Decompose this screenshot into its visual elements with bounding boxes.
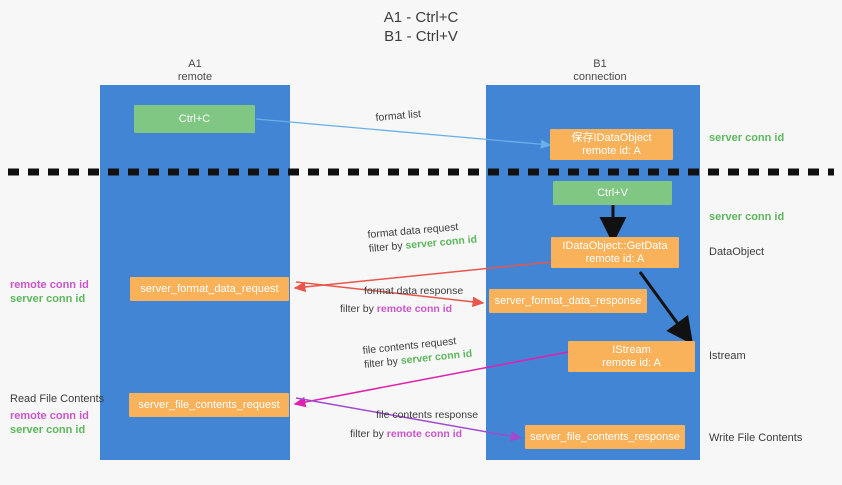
- edge-label-format-data-request: format data request filter by server con…: [367, 219, 478, 256]
- left-label-server-conn-id: server conn id: [10, 424, 86, 436]
- edge-label-format-list-text: format list: [375, 108, 422, 124]
- node-server-file-contents-request[interactable]: server_file_contents_request: [129, 393, 289, 417]
- diagram-title: A1 - Ctrl+C B1 - Ctrl+V: [0, 8, 842, 46]
- node-server-file-contents-response-label: server_file_contents_response: [530, 430, 680, 443]
- node-idataobject-getdata[interactable]: IDataObject::GetData remote id: A: [551, 237, 679, 268]
- filter-by-text: filter by: [363, 355, 402, 371]
- lane-a1-title: A1: [188, 58, 202, 70]
- edge-label-format-list: format list: [375, 107, 422, 125]
- node-ctrl-c-label: Ctrl+C: [178, 112, 211, 125]
- right-label-write-file-contents: Write File Contents: [709, 432, 803, 444]
- node-idataobject-getdata-label: IDataObject::GetData: [562, 239, 668, 252]
- remote-conn-id-highlight: remote conn id: [386, 428, 463, 440]
- filter-by-text: filter by: [340, 303, 377, 315]
- node-idataobject-getdata-sub: remote id: A: [585, 252, 645, 265]
- node-server-format-data-response[interactable]: server_format_data_response: [489, 289, 647, 313]
- edge-label-file-contents-response-text: file contents response: [376, 409, 479, 421]
- node-save-idataobject-label: 保存IDataObject: [571, 131, 652, 144]
- right-label-server-conn-id-top: server conn id: [709, 132, 785, 144]
- edge-label-format-data-response: format data response filter by remote co…: [340, 284, 464, 316]
- edge-label-format-data-response-filter: filter by remote conn id: [340, 302, 463, 316]
- filter-by-text: filter by: [368, 239, 406, 255]
- node-ctrl-c[interactable]: Ctrl+C: [134, 105, 255, 133]
- title-line-1: A1 - Ctrl+C: [383, 9, 459, 26]
- left-label-format-conn-ids: remote conn id server conn id: [10, 278, 89, 306]
- lane-a1-subtitle: remote: [177, 71, 213, 83]
- lane-header-a1: A1 remote: [120, 58, 270, 84]
- lane-b1-subtitle: connection: [573, 71, 627, 83]
- right-label-dataobject: DataObject: [709, 246, 765, 258]
- title-line-2: B1 - Ctrl+V: [384, 28, 458, 45]
- node-istream-sub: remote id: A: [602, 356, 661, 369]
- edge-label-file-contents-request: file contents request filter by server c…: [362, 333, 473, 372]
- right-label-istream: Istream: [709, 350, 746, 362]
- node-ctrl-v-label: Ctrl+V: [597, 186, 628, 199]
- left-label-remote-conn-id: remote conn id: [10, 410, 89, 422]
- filter-by-text: filter by: [350, 428, 387, 440]
- right-label-server-conn-id-second: server conn id: [709, 211, 785, 223]
- lane-header-b1: B1 connection: [525, 58, 675, 84]
- node-save-idataobject-sub: remote id: A: [582, 144, 641, 157]
- left-label-server-conn-id: server conn id: [10, 293, 86, 305]
- edge-label-file-contents-response: file contents response filter by remote …: [350, 408, 479, 441]
- node-ctrl-v[interactable]: Ctrl+V: [553, 181, 672, 205]
- left-label-remote-conn-id: remote conn id: [10, 279, 89, 291]
- left-label-read-file-contents-group: Read File Contents remote conn id server…: [10, 392, 104, 437]
- node-istream-label: IStream: [612, 343, 651, 356]
- remote-conn-id-highlight: remote conn id: [376, 303, 453, 315]
- node-server-format-data-request-label: server_format_data_request: [140, 282, 279, 295]
- lane-b1-title: B1: [593, 58, 607, 70]
- left-label-read-file-contents: Read File Contents: [10, 393, 105, 405]
- edge-label-file-contents-response-filter: filter by remote conn id: [350, 427, 478, 441]
- node-istream[interactable]: IStream remote id: A: [568, 341, 695, 372]
- node-save-idataobject[interactable]: 保存IDataObject remote id: A: [550, 129, 673, 160]
- edge-label-format-data-response-text: format data response: [364, 285, 464, 297]
- node-server-file-contents-response[interactable]: server_file_contents_response: [525, 425, 685, 449]
- node-server-file-contents-request-label: server_file_contents_request: [138, 398, 280, 411]
- node-server-format-data-response-label: server_format_data_response: [494, 294, 642, 307]
- node-server-format-data-request[interactable]: server_format_data_request: [130, 277, 289, 301]
